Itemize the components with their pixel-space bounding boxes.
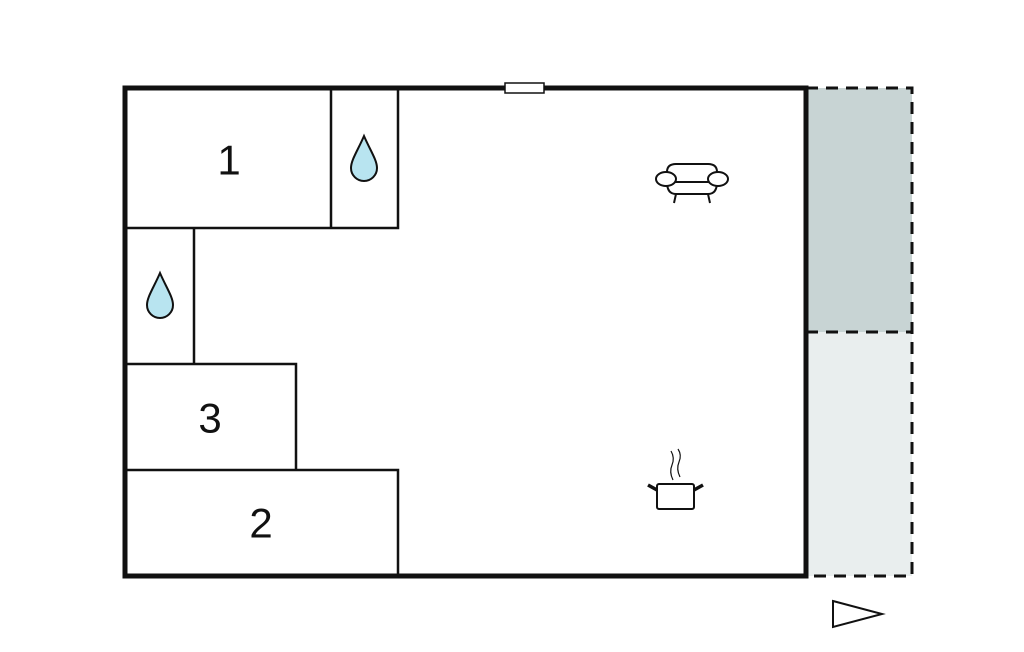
window [504,82,545,94]
terrace-outline [806,86,914,578]
water-drop-icon [349,133,379,182]
interior-walls [125,88,400,576]
cooking-pot-icon [647,448,704,510]
north-arrow-icon [832,599,886,629]
water-drop-icon [145,270,175,319]
room-label-1: 1 [217,137,240,184]
sofa-icon [655,163,729,204]
outer-wall [122,85,809,579]
room-label-2: 2 [249,500,272,547]
covered-terrace [806,88,912,332]
room-label-3: 3 [198,395,221,442]
open-terrace [806,332,912,576]
